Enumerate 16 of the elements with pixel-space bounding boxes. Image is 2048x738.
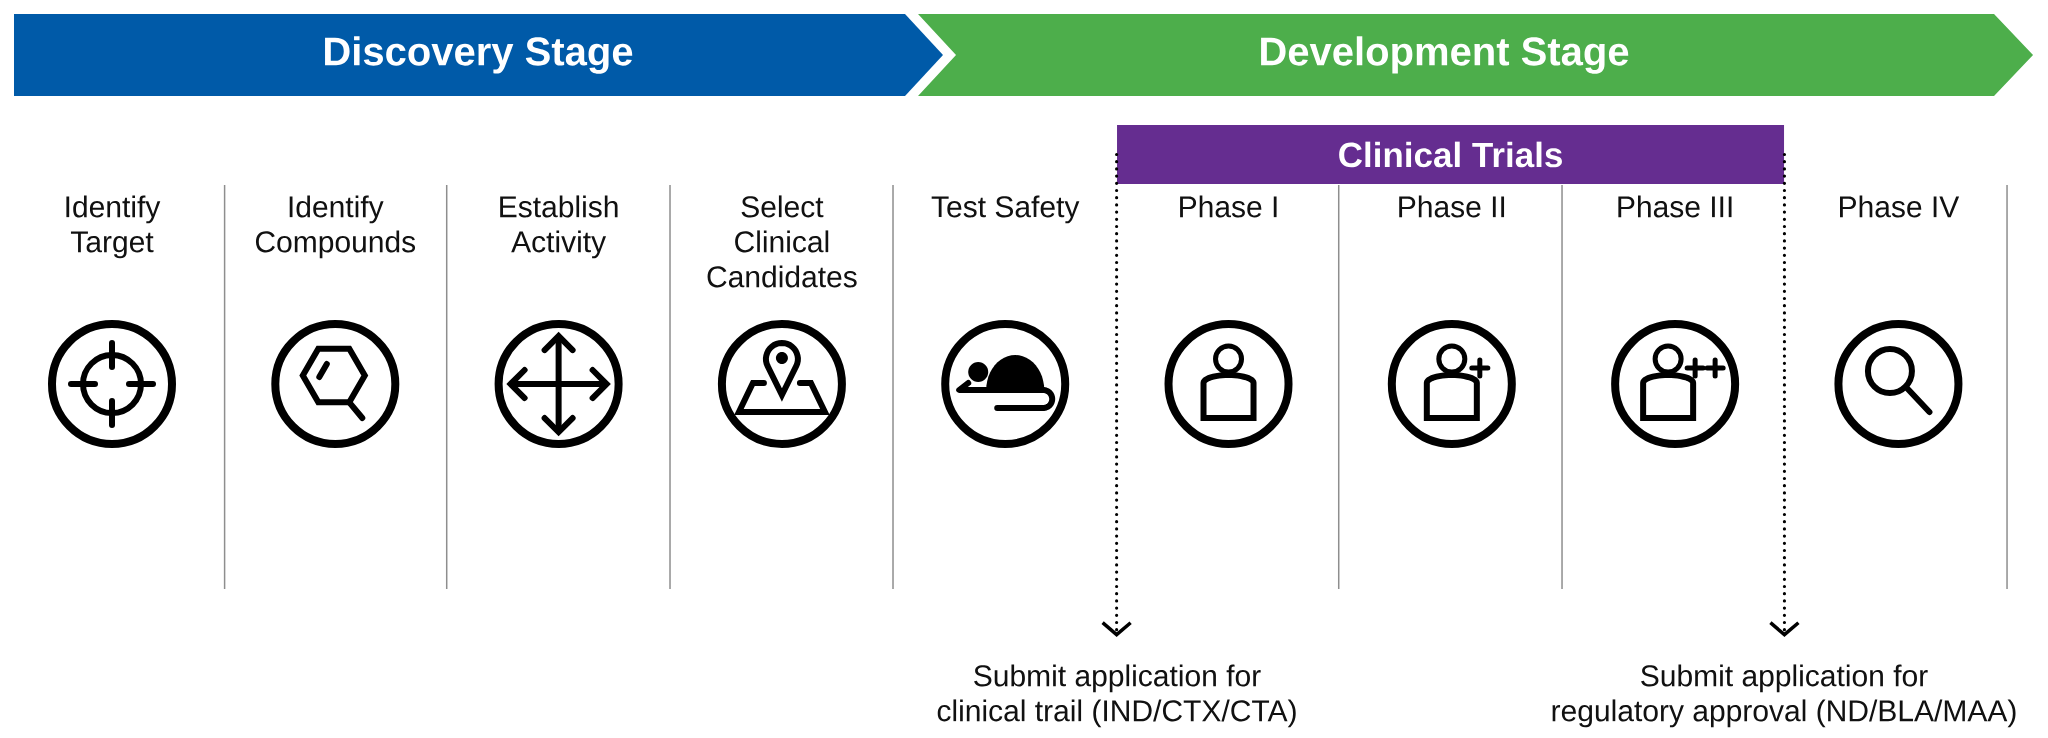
arrow: [1101, 152, 1132, 637]
column-heading: Identify Compounds: [255, 195, 416, 259]
note-text: Submit application for clinical trail (IND/CTX/CTA): [937, 664, 1296, 728]
stage-arrow-banner: Development Stage: [918, 14, 2034, 96]
column-heading: Test Safety: [931, 195, 1080, 224]
arrow: [1769, 152, 1800, 637]
stage-arrow-banner: Discovery Stage: [14, 14, 943, 96]
column-heading: Phase I: [1180, 195, 1277, 218]
note-text: Submit application for regulatory approval (ND/BLA/MAA): [1552, 664, 2016, 728]
column-heading: Identify Target: [66, 195, 161, 259]
column-heading: Select Clinical Candidates: [707, 195, 857, 288]
header-bar: Clinical Trials: [1117, 125, 1785, 184]
column-heading: Establish Activity: [500, 195, 618, 259]
column-heading: Phase III: [1618, 195, 1732, 218]
column-heading: Phase IV: [1840, 195, 1960, 218]
column-heading: Phase II: [1399, 195, 1505, 218]
